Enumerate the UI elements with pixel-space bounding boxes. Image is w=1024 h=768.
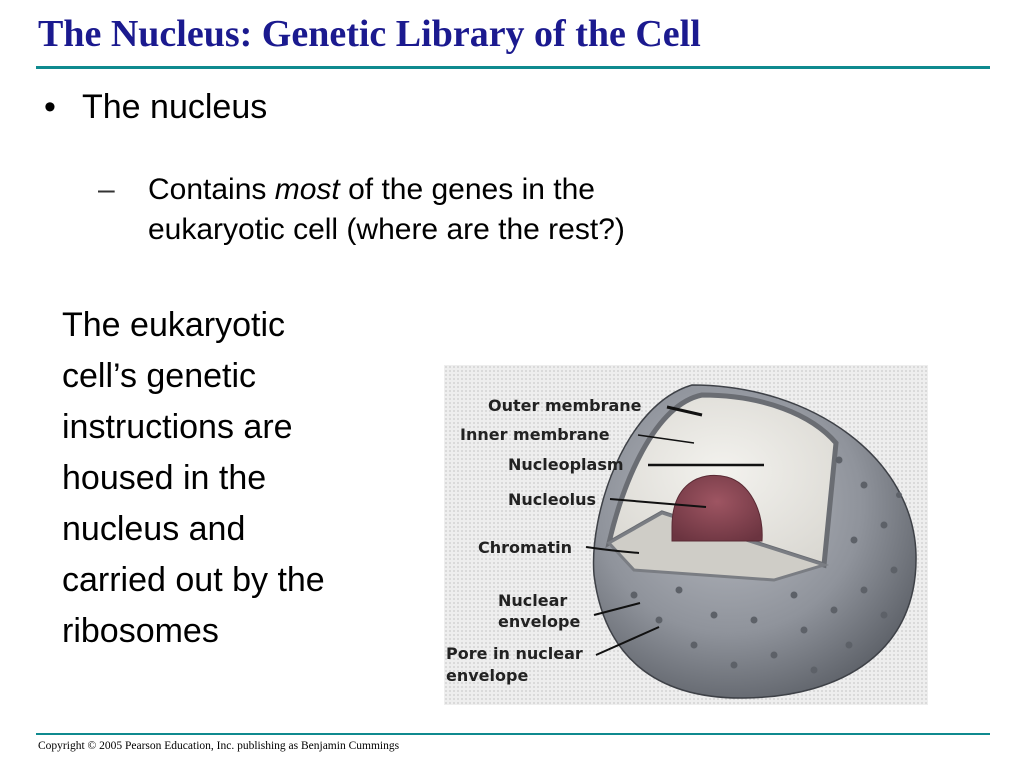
nuclear-pores [630, 456, 902, 674]
paragraph-line: ribosomes [62, 612, 219, 650]
bullet-item: • The nucleus [44, 88, 267, 127]
label-outer-membrane: Outer membrane [488, 396, 642, 415]
paragraph-line: cell’s genetic [62, 357, 257, 395]
slide-title: The Nucleus: Genetic Library of the Cell [38, 13, 701, 55]
nucleus-figure: Outer membrane Inner membrane Nucleoplas… [444, 365, 928, 705]
paragraph-line: carried out by the [62, 561, 325, 599]
label-pore-line2: envelope [446, 666, 528, 685]
label-chromatin: Chromatin [478, 538, 572, 557]
label-nucleoplasm: Nucleoplasm [508, 455, 624, 474]
nucleolus-shape [671, 474, 763, 542]
sub-bullet-after: of the genes in the [339, 173, 595, 206]
paragraph-line: instructions are [62, 408, 293, 446]
bullet-dot: • [44, 88, 56, 126]
copyright-notice: Copyright © 2005 Pearson Education, Inc.… [38, 740, 400, 752]
paragraph-line: nucleus and [62, 510, 246, 548]
sub-bullet-dash: – [98, 173, 115, 206]
sub-bullet-before: Contains [148, 173, 275, 206]
label-pore-line1: Pore in nuclear [446, 644, 583, 663]
sub-bullet-line-1: Contains most of the genes in the [148, 170, 868, 210]
paragraph-line: housed in the [62, 459, 267, 497]
bullet-text: The nucleus [82, 88, 268, 126]
cutaway-floor [606, 511, 830, 582]
paragraph-line: The eukaryotic [62, 306, 285, 344]
footer-divider [36, 733, 990, 735]
title-divider [36, 66, 990, 69]
sub-bullet-emphasis: most [274, 173, 340, 206]
sub-bullet-line-2: eukaryotic cell (where are the rest?) [148, 213, 625, 246]
label-nucleolus: Nucleolus [508, 490, 596, 509]
sub-bullet-text: Contains most of the genes in the eukary… [148, 170, 868, 250]
label-nuclear-envelope-line1: Nuclear [498, 591, 567, 610]
description-paragraph: The eukaryotic cell’s genetic instructio… [62, 300, 407, 657]
label-nuclear-envelope-line2: envelope [498, 612, 580, 631]
label-inner-membrane: Inner membrane [460, 425, 610, 444]
leader-lines [585, 405, 764, 656]
nucleus-diagram: Outer membrane Inner membrane Nucleoplas… [446, 384, 917, 699]
